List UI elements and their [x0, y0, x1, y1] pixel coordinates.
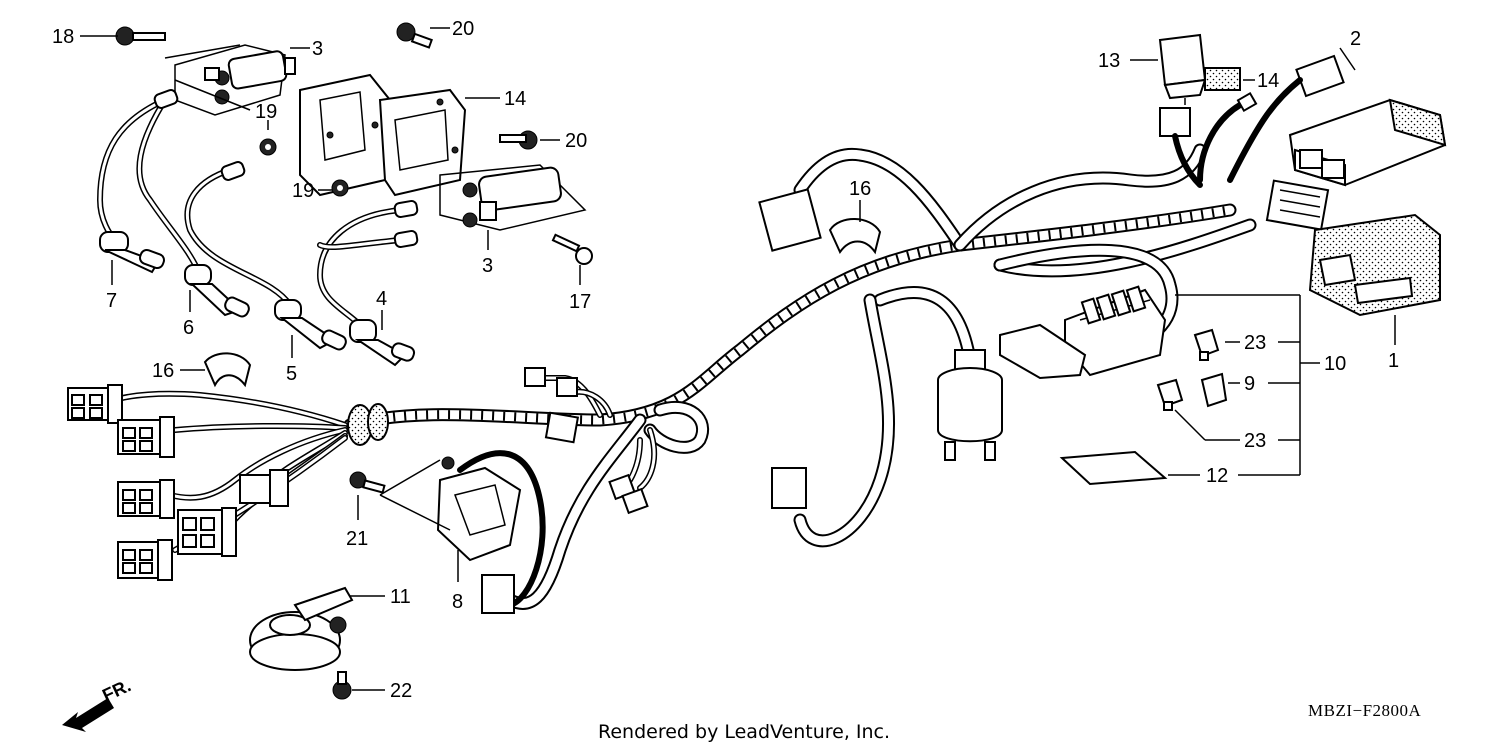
callout-19-bottom: 19 [292, 180, 314, 202]
callout-5: 5 [286, 363, 297, 385]
callout-6: 6 [183, 317, 194, 339]
connector-14 [1204, 67, 1241, 91]
callout-21: 21 [346, 528, 368, 550]
callout-7: 7 [106, 290, 117, 312]
callout-15: 14 [504, 88, 526, 110]
callout-19-top: 19 [255, 101, 277, 123]
callout-23-bottom: 23 [1244, 430, 1266, 452]
callout-10: 10 [1324, 353, 1346, 375]
callout-4: 4 [376, 288, 387, 310]
small-connectors-center [524, 367, 807, 515]
fuse-box-10 [999, 285, 1167, 380]
callout-9: 9 [1244, 373, 1255, 395]
plug-cap-6 [184, 264, 250, 318]
starter-relay [937, 349, 1003, 461]
connector-harness-right [1265, 179, 1330, 231]
callout-16-left: 16 [152, 360, 174, 382]
callout-14: 14 [1257, 70, 1279, 92]
leader-lines [80, 27, 1396, 691]
callout-3-bottom: 3 [482, 255, 493, 277]
render-credit: Rendered by LeadVenture, Inc. [598, 721, 890, 743]
left-connectors [67, 384, 289, 581]
sensor-8 [436, 450, 546, 614]
callout-2: 2 [1350, 28, 1361, 50]
callout-23-top: 23 [1244, 332, 1266, 354]
callout-11: 11 [390, 586, 411, 608]
callout-1: 1 [1388, 350, 1399, 372]
callout-22: 22 [390, 680, 412, 702]
plug-cap-5 [274, 299, 347, 351]
callout-20-top: 20 [452, 18, 474, 40]
fasteners [115, 22, 593, 700]
fuses [1156, 328, 1228, 411]
callout-labels: 18 3 20 14 19 20 19 3 17 7 6 5 4 16 16 1… [52, 18, 1399, 702]
plug-cap-7 [99, 231, 165, 274]
label-sticker-12 [1059, 450, 1168, 486]
clamp-16-center [758, 188, 882, 255]
horn-11 [249, 586, 354, 671]
small-connectors-right [1159, 54, 1345, 188]
callout-3-top: 3 [312, 38, 323, 60]
ignition-coil-assembly [96, 44, 587, 367]
ecu-2 [1288, 98, 1447, 187]
diagram-code: MBZI−F2800A [1308, 701, 1422, 720]
callout-8: 8 [452, 591, 463, 613]
callout-18: 18 [52, 26, 74, 48]
callout-17: 17 [569, 291, 591, 313]
plug-cap-4 [349, 319, 416, 367]
callout-13: 13 [1098, 50, 1120, 72]
rectifier-1 [1308, 213, 1441, 317]
callout-16-center: 16 [849, 178, 871, 200]
clamp-16-left [203, 352, 252, 388]
callout-12: 12 [1206, 465, 1228, 487]
callout-20-right: 20 [565, 130, 587, 152]
front-direction-arrow: FR. [62, 675, 134, 732]
relay-13 [1158, 33, 1207, 105]
